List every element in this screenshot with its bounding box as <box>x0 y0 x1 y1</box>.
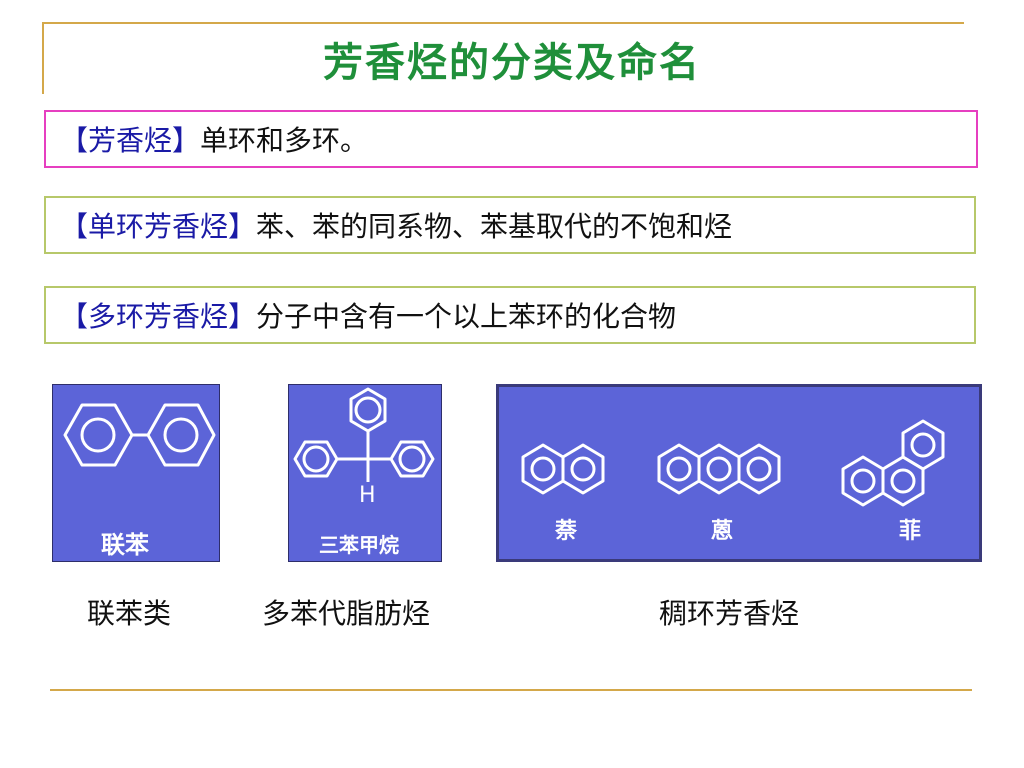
definition-term: 【单环芳香烃】 <box>60 210 257 243</box>
bottom-rule <box>50 689 972 691</box>
hydrogen-atom-label: H <box>359 483 376 508</box>
caption-fused-ring: 稠环芳香烃 <box>659 597 800 630</box>
page-title: 芳香烃的分类及命名 <box>323 39 701 86</box>
anthracene-label: 蒽 <box>711 519 734 544</box>
biphenyl-structure-panel: 联苯 <box>52 384 220 562</box>
triphenylmethane-structure-panel: H 三苯甲烷 <box>288 384 442 562</box>
definition-text: 苯、苯的同系物、苯基取代的不饱和烃 <box>256 210 733 243</box>
definition-monocyclic: 【单环芳香烃】苯、苯的同系物、苯基取代的不饱和烃 <box>44 196 976 254</box>
biphenyl-label: 联苯 <box>101 531 149 559</box>
fused-ring-structure-panel: 萘 蒽 菲 <box>496 384 982 562</box>
naphthalene-label: 萘 <box>555 519 578 544</box>
definition-aromatic-hydrocarbon: 【芳香烃】单环和多环。 <box>44 110 978 168</box>
definition-term: 【多环芳香烃】 <box>60 300 257 333</box>
definition-text: 分子中含有一个以上苯环的化合物 <box>256 300 677 333</box>
caption-biphenyls: 联苯类 <box>87 597 172 630</box>
title-rule-left <box>42 22 44 94</box>
definition-polycyclic: 【多环芳香烃】分子中含有一个以上苯环的化合物 <box>44 286 976 344</box>
triphenylmethane-label: 三苯甲烷 <box>319 533 399 557</box>
definition-term: 【芳香烃】 <box>60 124 201 157</box>
triphenylmethane-structure-diagram <box>293 387 435 482</box>
definition-text: 单环和多环。 <box>200 124 369 157</box>
fused-ring-structure-diagram <box>521 419 945 507</box>
caption-polyphenyl-aliphatic: 多苯代脂肪烃 <box>262 597 431 630</box>
phenanthrene-label: 菲 <box>899 519 922 544</box>
title-rule-top <box>42 22 964 24</box>
biphenyl-structure-diagram <box>63 403 216 467</box>
